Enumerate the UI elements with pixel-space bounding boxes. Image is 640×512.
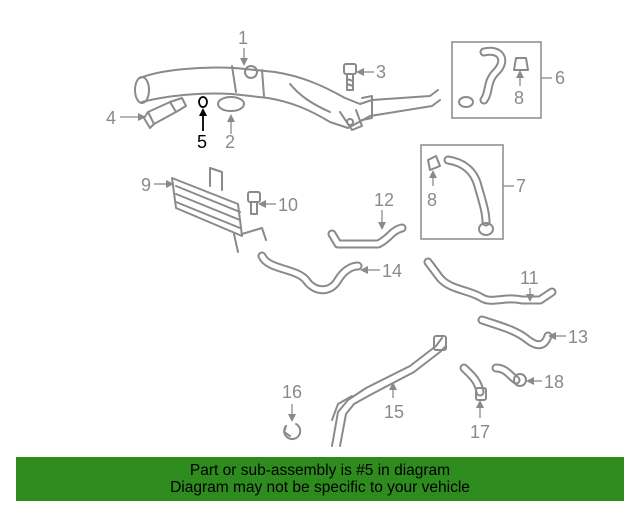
part-15-pipe[interactable] [331,335,447,447]
callout-1: 1 [238,28,248,48]
part-14-hose[interactable] [257,251,363,295]
callout-12: 12 [374,190,394,210]
part-13-pipe[interactable] [477,315,553,350]
part-2-gasket[interactable] [217,96,245,112]
callout-13: 13 [568,327,588,347]
callout-11: 11 [520,268,539,288]
part-18-hose[interactable] [491,363,527,387]
callout-2: 2 [225,132,235,152]
part-7-hose[interactable] [443,155,494,236]
callout-15: 15 [384,402,404,422]
callout-8b: 8 [427,190,437,210]
callout-9: 9 [141,175,151,195]
callout-10: 10 [278,195,298,215]
callout-18: 18 [544,372,564,392]
part-5-arrow [199,108,207,116]
part-7-box [420,144,504,240]
part-10-bolt[interactable] [247,191,261,215]
callout-3: 3 [376,62,386,82]
callout-6: 6 [555,68,565,88]
banner-line-2: Diagram may not be specific to your vehi… [170,479,470,496]
callout-16: 16 [282,382,302,402]
part-6-hose[interactable] [458,46,507,108]
info-banner: Part or sub-assembly is #5 in diagram Di… [16,457,624,501]
callout-5: 5 [197,132,207,152]
part-9-oil-cooler[interactable] [171,167,267,253]
part-11-pipe[interactable] [423,257,557,305]
callout-14: 14 [382,261,402,281]
part-1-coolant-pipe[interactable] [134,65,441,131]
part-16-clamp[interactable] [283,423,302,441]
callout-4: 4 [106,108,116,128]
part-3-bolt[interactable] [343,63,357,91]
banner-line-1: Part or sub-assembly is #5 in diagram [189,462,451,479]
leader-lines [120,48,566,422]
callout-7: 7 [516,176,526,196]
part-5-o-ring[interactable] [198,96,208,108]
callout-17: 17 [470,422,490,442]
part-8-clamp-a[interactable] [513,57,529,71]
part-17-hose[interactable] [459,363,487,401]
callout-8a: 8 [514,88,524,108]
part-6-box [451,41,542,119]
part-4-sensor[interactable] [143,97,187,129]
part-8-clamp-b[interactable] [427,155,441,171]
part-12-pipe[interactable] [327,223,407,249]
